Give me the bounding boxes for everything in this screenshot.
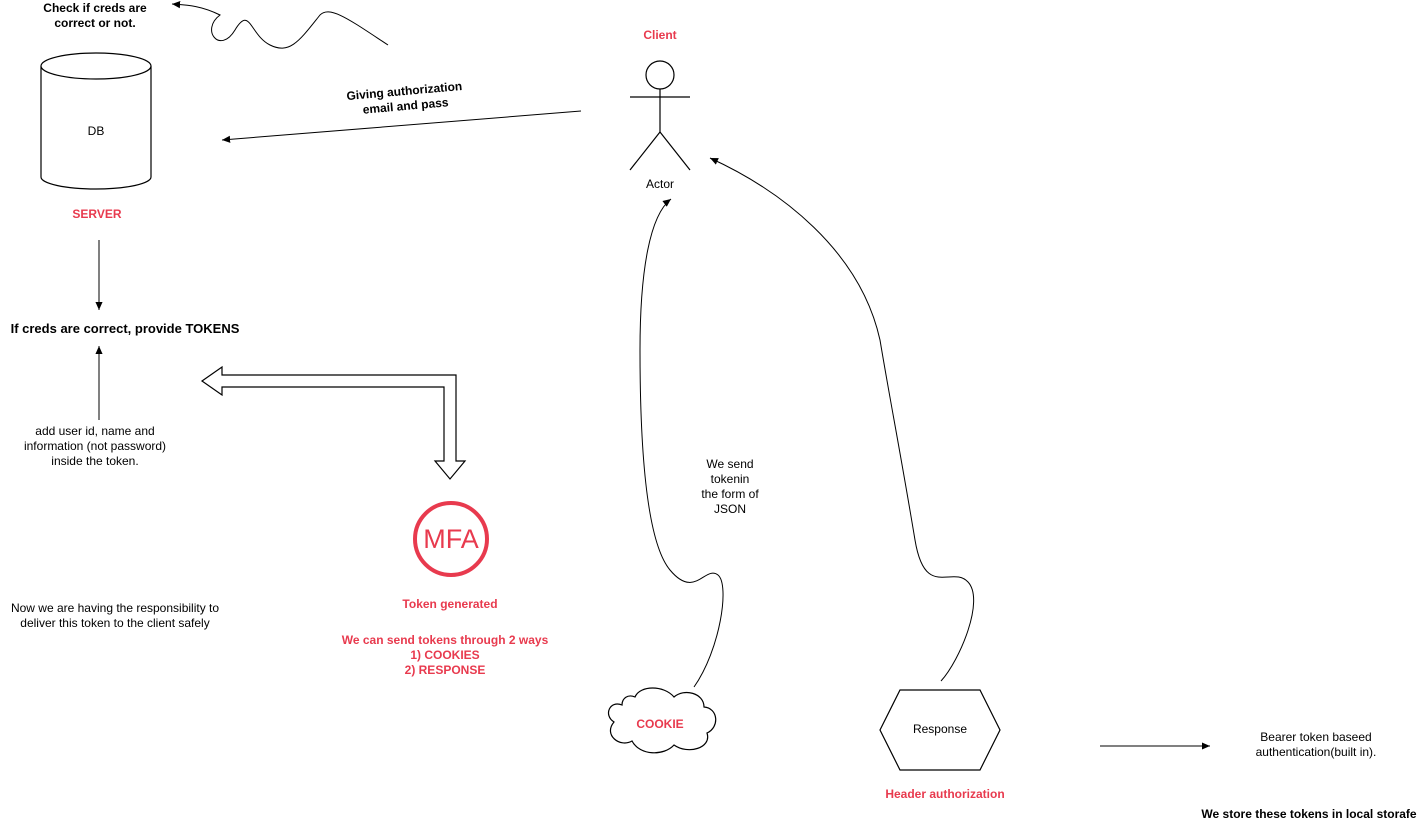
double-flow-arrow <box>200 365 467 480</box>
client-label: Client <box>643 28 677 42</box>
response-to-actor-arrow <box>709 157 975 682</box>
local-storage-label: We store these tokens in local storafe <box>1201 807 1417 821</box>
token-generated-label: Token generated <box>402 597 498 611</box>
server-label: SERVER <box>72 207 122 221</box>
cookie-cloud-icon <box>607 687 717 754</box>
squiggle-arrow <box>171 1 389 49</box>
mfa-logo-text: MFA <box>423 524 479 554</box>
provide-tokens-label: If creds are correct, provide TOKENS <box>10 321 240 336</box>
header-auth-label: Header authorization <box>885 787 1005 801</box>
auth-arrow <box>221 110 582 143</box>
response-label: Response <box>912 722 968 736</box>
actor-label: Actor <box>645 177 674 191</box>
db-label: DB <box>87 124 105 138</box>
cookie-label: COOKIE <box>636 717 684 731</box>
db-cylinder-icon <box>40 52 152 190</box>
response-hexagon-icon <box>879 689 1001 771</box>
actor-stick-figure-icon <box>629 60 691 171</box>
cookie-to-actor-arrow <box>639 198 724 688</box>
mfa-logo-ring <box>413 501 489 577</box>
